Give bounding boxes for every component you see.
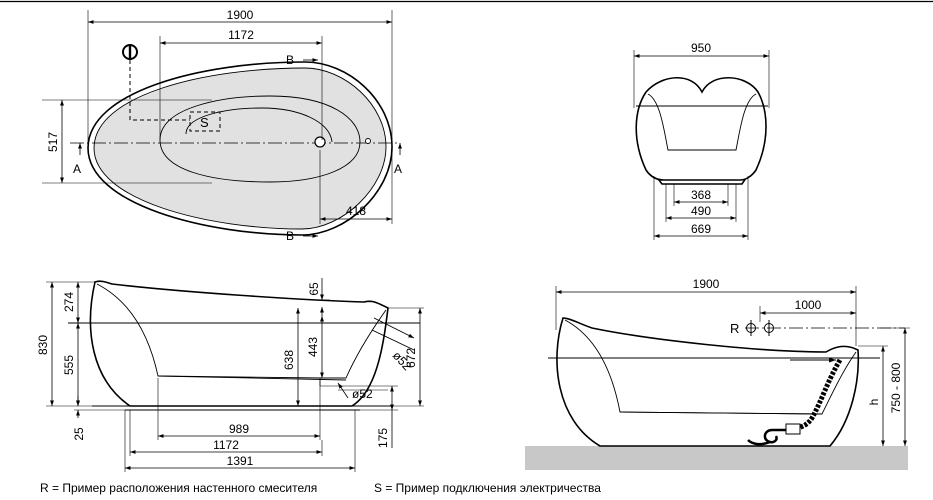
top-view-rim (93, 67, 387, 230)
dim-install-h: h (867, 399, 881, 406)
legend-s-electric-connection: S = Пример подключения электричества (374, 481, 601, 495)
dim-side-len-989: 989 (229, 422, 249, 436)
overflow-hole (365, 138, 371, 144)
top-view: S 1900 1172 517 418 A (42, 8, 402, 243)
dim-top-width: 517 (46, 132, 60, 152)
dim-side-h-25: 25 (72, 427, 86, 441)
install-view-outline (556, 317, 860, 447)
dim-side-height-830: 830 (36, 335, 50, 355)
section-a-right: A (394, 143, 402, 176)
wall-mixer-marker: R (730, 320, 905, 336)
dim-side-h-274: 274 (62, 292, 76, 312)
dim-side-h-175: 175 (376, 428, 390, 448)
svg-text:A: A (394, 162, 402, 176)
dim-side-h-555: 555 (62, 355, 76, 375)
dim-top-drain-offset: 418 (346, 204, 366, 218)
dim-side-len-1391: 1391 (227, 454, 254, 468)
siphon-icon (747, 428, 786, 446)
dim-end-base-669: 669 (691, 222, 711, 236)
svg-text:B: B (286, 229, 294, 243)
top-view-basin (159, 95, 361, 183)
dim-end-base-368: 368 (691, 188, 711, 202)
dim-end-overall-width: 950 (691, 41, 711, 55)
svg-text:B: B (286, 53, 294, 67)
mixer-label: R (730, 321, 739, 336)
section-b-bottom: B (286, 229, 318, 243)
legend-r-wall-mixer: R = Пример расположения настенного смеси… (40, 481, 318, 495)
end-view-body (635, 77, 767, 181)
dim-side-h-672: 672 (404, 348, 418, 368)
end-view: 950 368 490 669 (633, 41, 770, 240)
section-a-left: A (73, 143, 82, 176)
socket-marker: S (122, 44, 221, 132)
drain-pipe (797, 358, 843, 431)
drain-hole (314, 136, 326, 148)
side-view-outline (89, 280, 389, 407)
install-view-inner (564, 319, 857, 415)
dim-side-h-65: 65 (307, 282, 321, 296)
dim-side-len-1172: 1172 (213, 438, 239, 452)
top-view-basin-inner (185, 107, 333, 143)
dim-install-mixer-offset: 1000 (795, 298, 822, 312)
dim-install-height-range: 750 - 800 (889, 362, 903, 413)
section-b-top: B (286, 53, 318, 67)
dim-side-h-638: 638 (282, 350, 296, 370)
dim-side-h-443: 443 (306, 337, 320, 357)
socket-label: S (200, 115, 209, 130)
install-view: R 1900 1000 h 750 - 800 (525, 277, 910, 470)
dim-install-length: 1900 (693, 277, 720, 291)
dim-end-base-490: 490 (691, 204, 711, 218)
floor (525, 446, 908, 470)
dim-side-dia-52-drain: ø52 (352, 387, 373, 401)
side-view: 830 274 555 25 65 638 443 (36, 278, 424, 472)
svg-text:A: A (73, 162, 81, 176)
dim-top-inner-length: 1172 (228, 28, 254, 42)
dim-top-overall-length: 1900 (227, 8, 254, 22)
